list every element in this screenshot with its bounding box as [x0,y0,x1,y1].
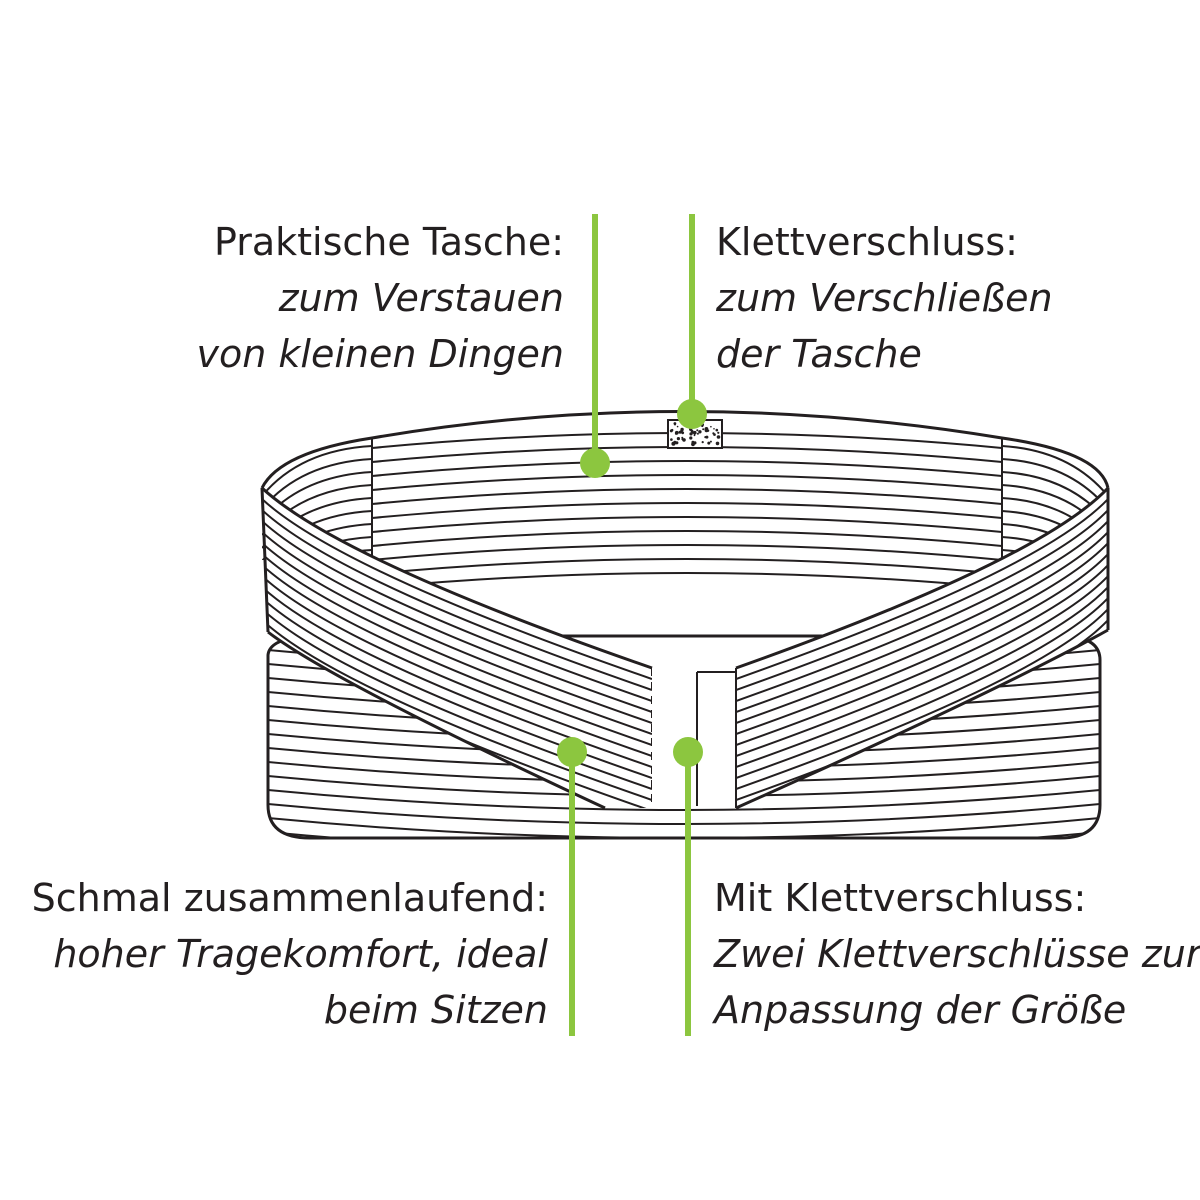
band-stripe [736,520,1108,702]
back-stripe [372,530,1002,547]
callout-pocket-desc-1: zum Verstauen [278,276,564,320]
velcro-dot [698,430,702,434]
callout-narrow-desc-1: hoher Tragekomfort, ideal [53,932,548,976]
velcro-dot [716,435,721,439]
back-stripe [372,558,1002,575]
velcro-dot [709,440,712,443]
band-stripe [262,498,652,680]
velcro-dot [702,428,705,431]
rim-stripe [262,445,372,497]
leader-pocket [580,214,610,478]
band-stripe [736,608,1108,790]
leader-narrow [557,737,587,1036]
callout-velcro-desc-2: Anpassung der Größe [714,988,1127,1032]
callout-pocket-velcro-desc-1: zum Verschließen [716,276,1053,320]
velcro-dot [693,434,696,437]
velcro-dot [710,425,712,428]
velcro-dot [680,427,684,432]
band-stripe [736,564,1108,746]
back-stripe [372,460,1002,477]
band-stripe [736,575,1108,757]
rim-stripe [1002,445,1108,497]
velcro-dot [674,423,676,426]
back-stripe [372,544,1002,561]
velcro-dot [689,432,693,436]
lower-stripe [268,789,1100,811]
velcro-dot [674,432,678,435]
velcro-dot [704,436,707,439]
band-stripe [736,498,1108,680]
back-stripe [372,502,1002,519]
velcro-dot [693,430,697,435]
velcro-dot [670,438,673,441]
velcro-dot [696,432,699,435]
back-stripe [372,516,1002,533]
callout-pocket-velcro-desc-2: der Tasche [716,332,922,376]
velcro-dot [681,436,684,439]
callout-narrow-desc-2: beim Sitzen [323,988,548,1032]
band-stripe [736,531,1108,713]
callout-narrow: Schmal zusammenlaufend: hoher Tragekomfo… [32,870,548,1038]
band-stripe [262,553,652,735]
velcro-dot [701,441,704,444]
velcro-dot [682,438,686,442]
band-stripe [262,531,652,713]
velcro-dot [717,431,720,434]
band-stripe [736,542,1108,724]
band-stripe [262,520,652,702]
leader-velcro [673,737,703,1036]
back-stripe [372,474,1002,491]
band-stripe [262,542,652,724]
velcro-dot [715,428,719,432]
callout-pocket-title: Praktische Tasche: [213,220,564,264]
back-stripe [372,572,1002,589]
velcro-dot [713,433,716,436]
callout-pocket-velcro: Klettverschluss: zum Verschließen der Ta… [716,214,1053,382]
band-stripe [736,509,1108,691]
leader-pocket-velcro [677,214,707,429]
velcro-dot [691,442,695,447]
callout-velcro-desc-1: Zwei Klettverschlüsse zur [714,932,1200,976]
velcro-dot [675,441,679,445]
center-velcro-strip [652,668,737,808]
callout-velcro: Mit Klettverschluss: Zwei Klettverschlüs… [714,870,1200,1038]
callout-pocket: Praktische Tasche: zum Verstauen von kle… [196,214,564,382]
back-stripe [372,488,1002,505]
callout-pocket-velcro-title: Klettverschluss: [716,220,1018,264]
callout-velcro-title: Mit Klettverschluss: [714,876,1087,920]
band-stripe [736,586,1108,768]
band-stripe [262,575,652,757]
band-stripe [736,597,1108,779]
velcro-dot [690,429,694,433]
velcro-dot [676,425,679,428]
velcro-dot [696,429,699,432]
lower-stripe [268,803,1100,825]
lower-stripe [268,817,1100,838]
velcro-dot [715,441,720,446]
callout-narrow-title: Schmal zusammenlaufend: [31,876,548,920]
callout-pocket-desc-2: von kleinen Dingen [196,332,564,376]
velcro-dot [676,437,681,441]
velcro-dot [707,441,711,445]
band-stripe [736,553,1108,735]
velcro-dot [669,429,673,433]
velcro-dot [704,428,709,433]
velcro-dot [689,436,693,440]
velcro-dot [713,428,715,430]
band-stripe [262,564,652,746]
band-stripe [262,509,652,691]
